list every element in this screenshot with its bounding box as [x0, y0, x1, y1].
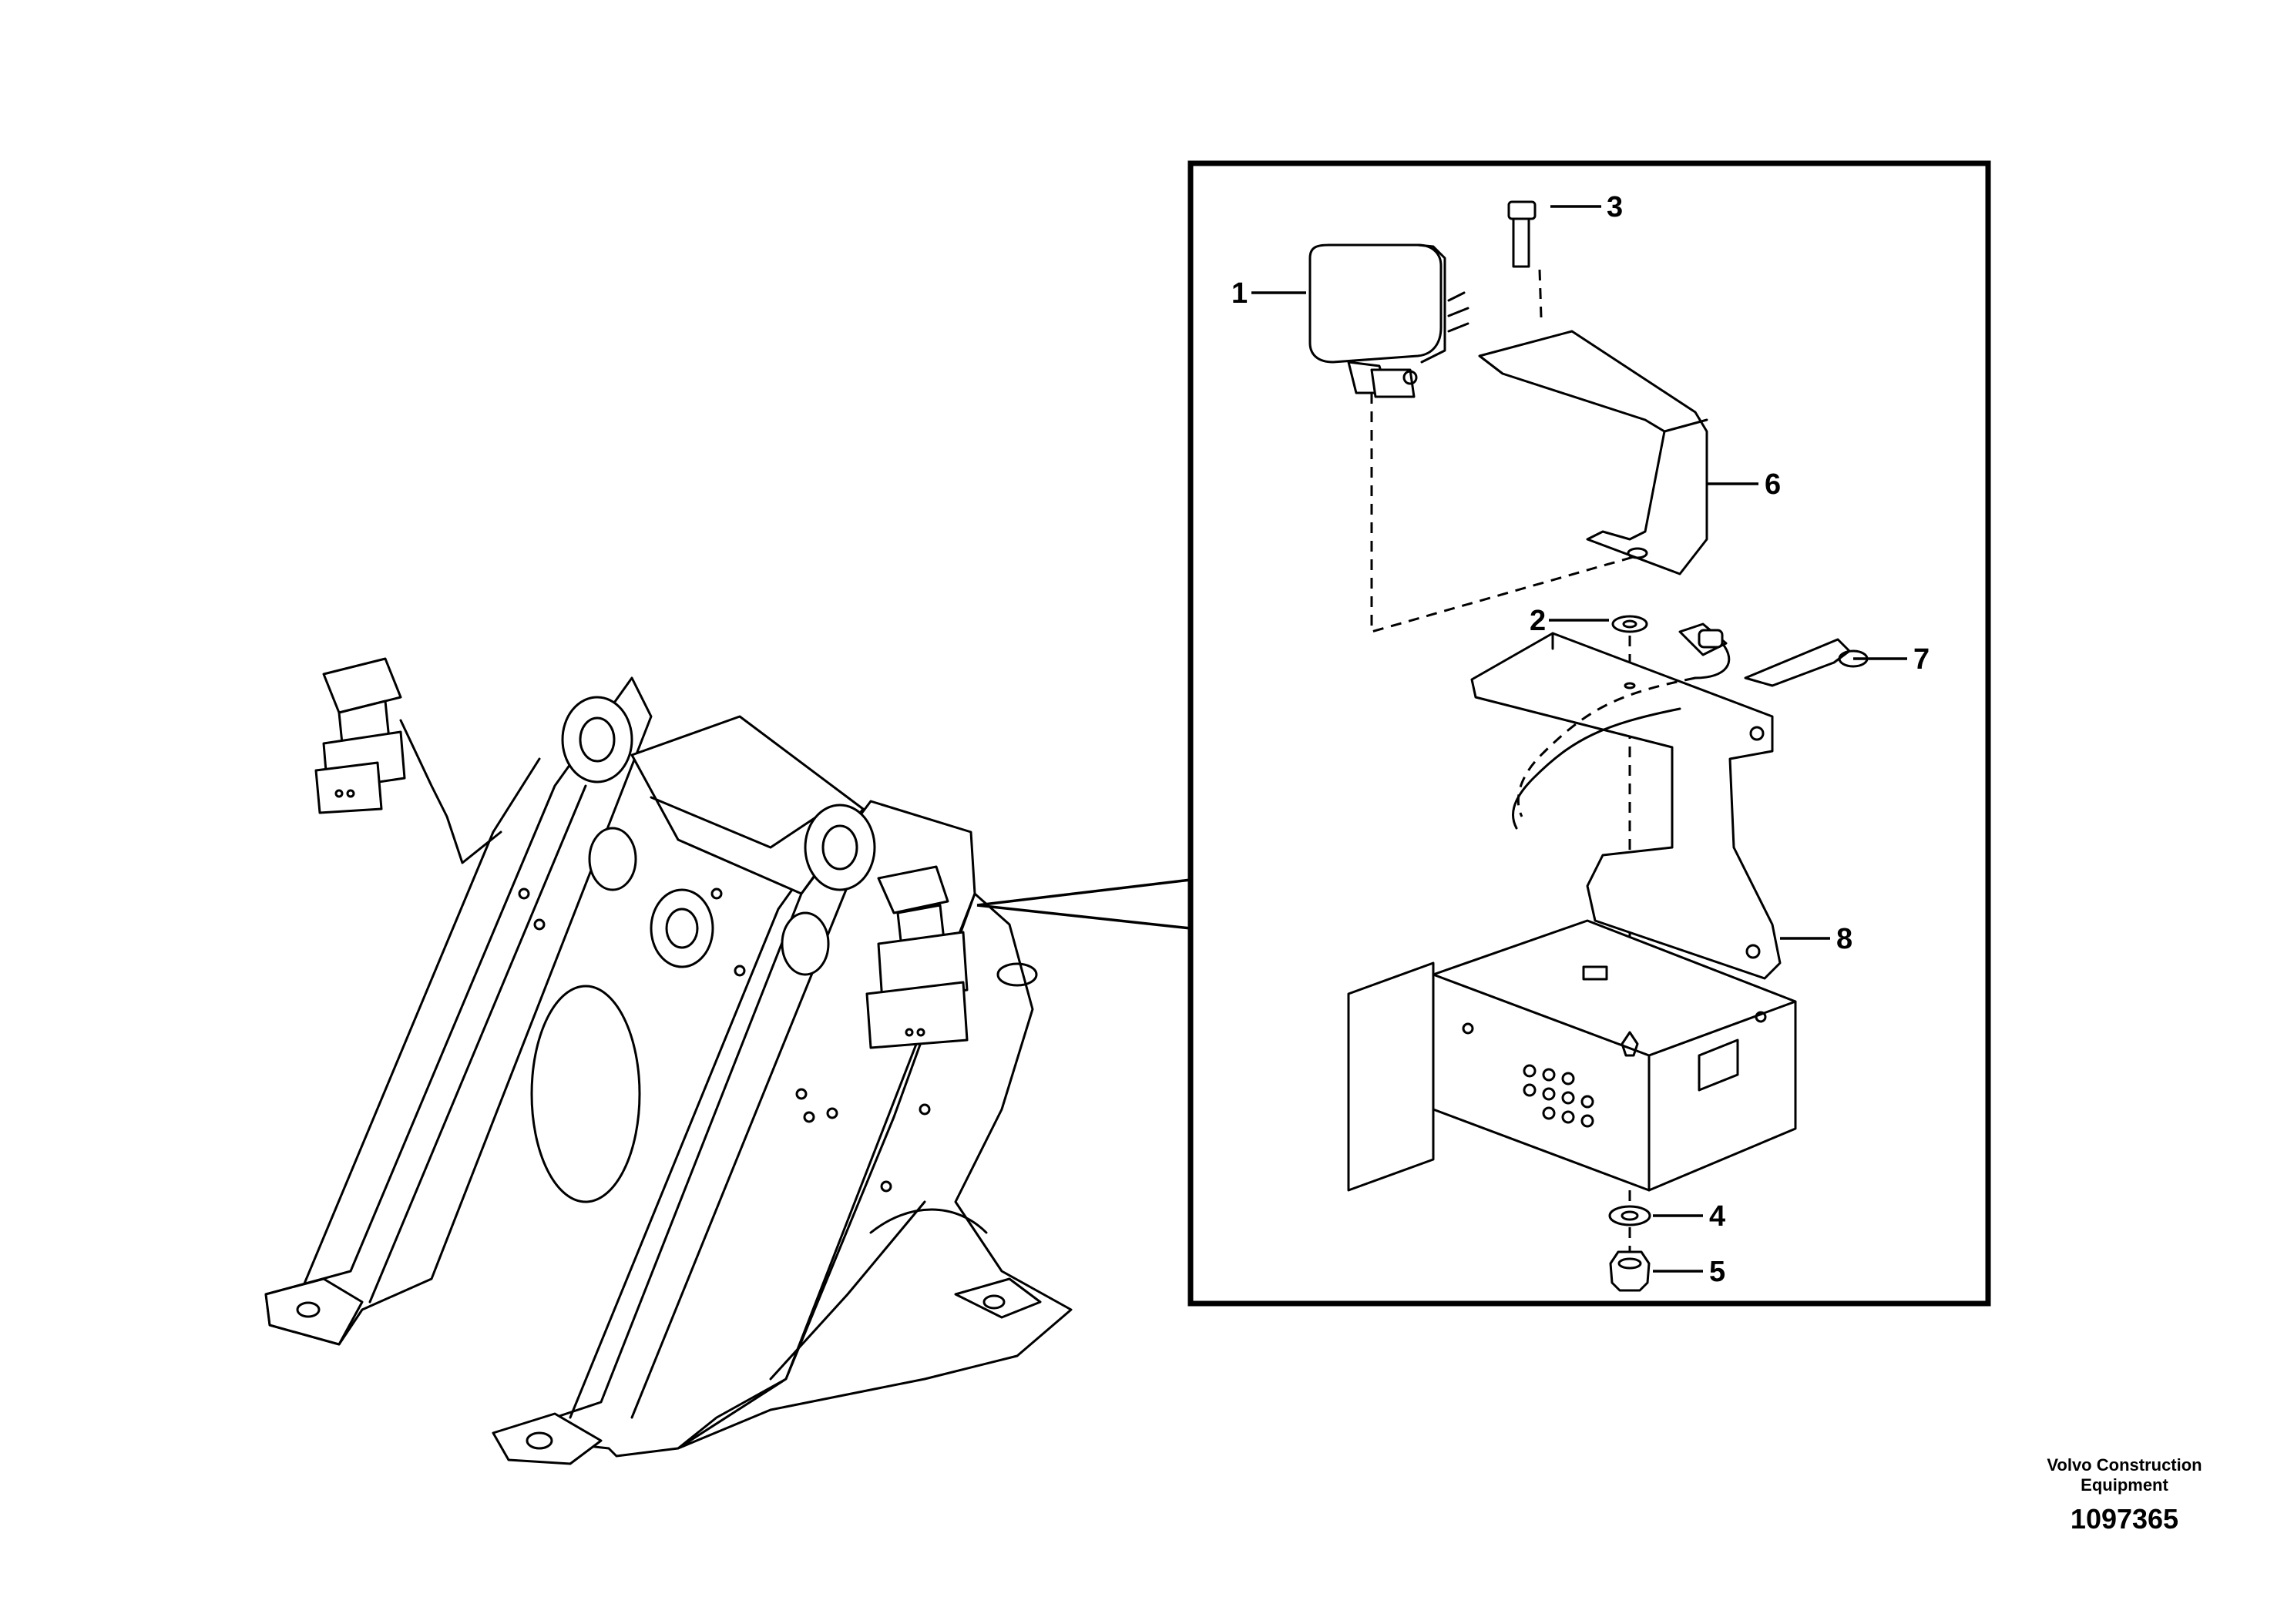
- callout-2: 2: [1530, 605, 1546, 637]
- washer-upper: [1611, 615, 1648, 633]
- bracket-lower: [1470, 632, 1782, 980]
- callout-1: 1: [1231, 277, 1248, 310]
- callout-labels: 1 2 3 4 5 6 7 8: [1231, 191, 1930, 1288]
- detail-pointer: [976, 878, 1191, 930]
- work-lamp: [1308, 243, 1469, 398]
- nut: [1609, 1250, 1651, 1292]
- frame-holes: [518, 887, 931, 1193]
- housing-box: [1347, 919, 1797, 1192]
- callout-6: 6: [1765, 468, 1781, 501]
- washer-lower: [1608, 1205, 1651, 1226]
- detail-drawing: [1251, 200, 1907, 1292]
- drawing-number: 1097365: [2070, 1503, 2179, 1535]
- callout-3: 3: [1607, 191, 1623, 223]
- bracket-upper: [1478, 330, 1708, 575]
- manufacturer-label: Volvo Construction Equipment: [2047, 1455, 2202, 1495]
- loader-frame-drawing: [264, 657, 1073, 1465]
- title-block: Volvo Construction Equipment 1097365: [2028, 1455, 2221, 1620]
- bolt: [1507, 200, 1543, 318]
- work-light-assembly-left: [314, 657, 502, 864]
- callout-7: 7: [1913, 643, 1930, 676]
- callout-leaders: [1251, 205, 1907, 1273]
- assembly-line-lamp: [1370, 393, 1642, 633]
- callout-4: 4: [1709, 1200, 1725, 1233]
- callout-5: 5: [1709, 1256, 1725, 1288]
- work-light-assembly-right: [865, 865, 969, 1049]
- detail-frame: [1187, 160, 1991, 1307]
- connector: [1678, 622, 1731, 679]
- callout-8: 8: [1836, 923, 1852, 955]
- vent-holes: [1523, 1064, 1594, 1128]
- cable-tie: [1744, 638, 1869, 687]
